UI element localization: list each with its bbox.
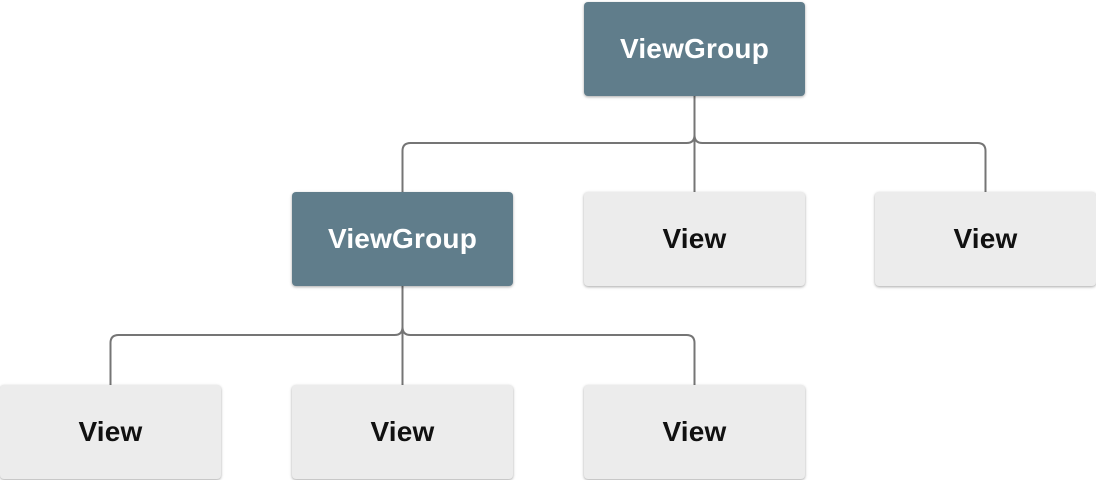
node-child-viewgroup: ViewGroup xyxy=(292,192,513,286)
node-root-viewgroup: ViewGroup xyxy=(584,2,805,96)
connector-root-child-left xyxy=(401,96,696,192)
node-grandchild-view-middle: View xyxy=(292,385,513,479)
connector-childleft-grandchild-right xyxy=(401,286,696,385)
connector-childleft-grandchild-left xyxy=(109,286,404,385)
node-child-view-right: View xyxy=(875,192,1096,286)
connector-root-child-right xyxy=(693,96,987,192)
node-child-view-middle: View xyxy=(584,192,805,286)
node-grandchild-view-left: View xyxy=(0,385,221,479)
node-grandchild-view-right: View xyxy=(584,385,805,479)
